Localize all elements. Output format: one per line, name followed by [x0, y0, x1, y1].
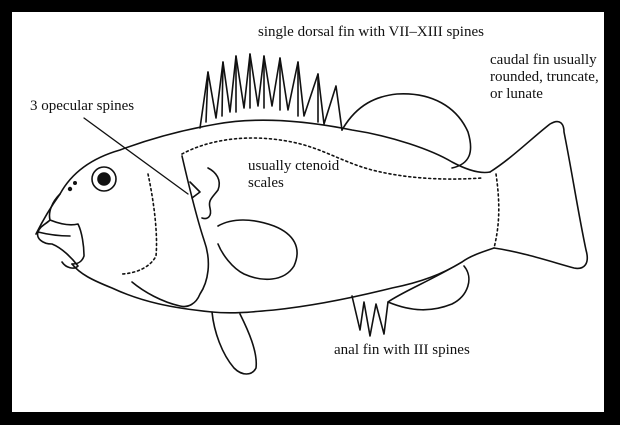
- eye-icon: [92, 167, 116, 191]
- label-dorsal-fin: single dorsal fin with VII–XIII spines: [258, 24, 484, 41]
- label-scales-line-2: scales: [248, 175, 339, 192]
- label-caudal-line-2: rounded, truncate,: [490, 69, 599, 86]
- head-mouth: [38, 194, 84, 268]
- pectoral-fin: [218, 220, 297, 279]
- body-outline-bottom: [72, 248, 494, 313]
- label-anal-fin: anal fin with III spines: [334, 342, 470, 359]
- operculum: [132, 156, 208, 307]
- caudal-fin: [490, 122, 587, 269]
- diagram-panel: single dorsal fin with VII–XIII spines c…: [12, 12, 604, 412]
- label-scales-line-1: usually ctenoid: [248, 158, 339, 175]
- label-scales: usually ctenoid scales: [248, 158, 339, 192]
- label-opercular-spines: 3 opecular spines: [30, 98, 134, 115]
- anal-fin: [352, 266, 469, 336]
- label-caudal-line-3: or lunate: [490, 86, 599, 103]
- label-caudal-line-1: caudal fin usually: [490, 52, 599, 69]
- label-caudal-fin: caudal fin usually rounded, truncate, or…: [490, 52, 599, 103]
- pelvic-fin: [212, 312, 256, 374]
